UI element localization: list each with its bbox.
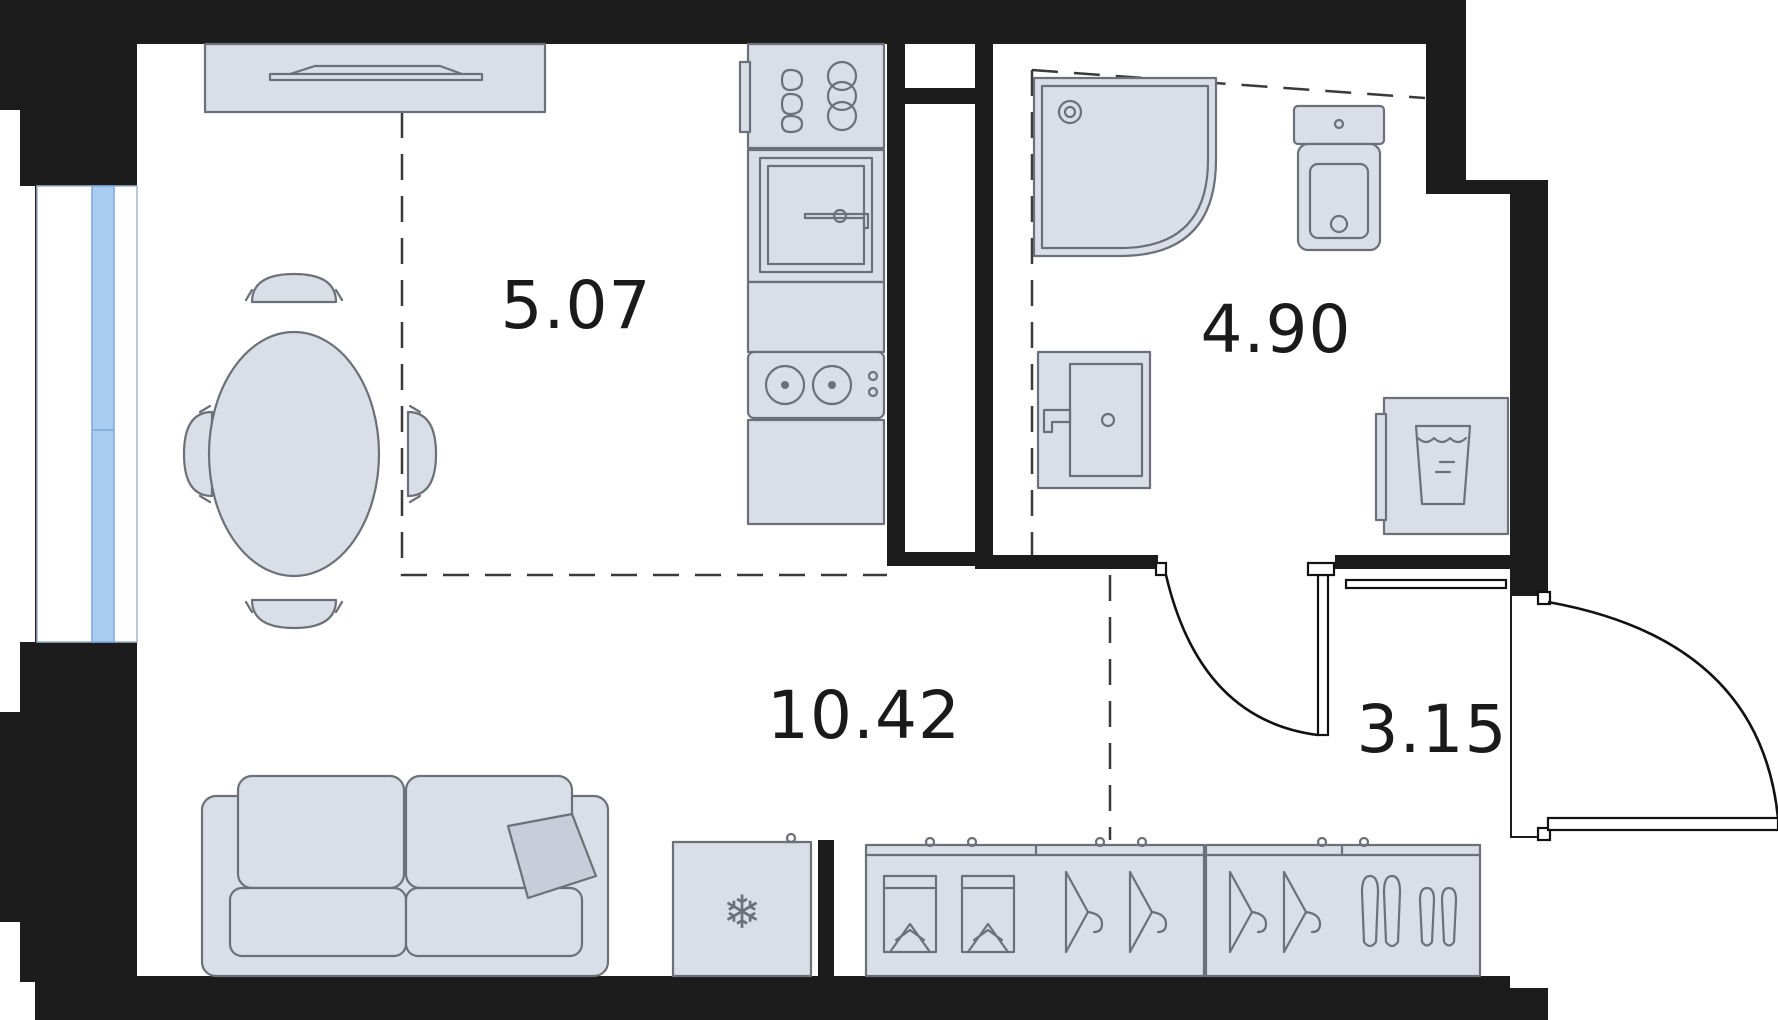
left-wall-lower xyxy=(20,642,137,982)
dining-table xyxy=(182,272,438,630)
hanger-icon xyxy=(1128,870,1168,954)
window-glass xyxy=(91,185,115,643)
bathroom-door[interactable] xyxy=(1154,561,1336,737)
duct-wall-mid xyxy=(887,88,993,104)
tv-console xyxy=(203,42,547,114)
kitchen-zone xyxy=(400,112,887,577)
duct-wall-right xyxy=(975,44,993,564)
shirt-icon xyxy=(882,874,938,954)
shirt-icon xyxy=(960,874,1016,954)
counter xyxy=(746,280,886,354)
window xyxy=(36,185,138,643)
duct-wall-bottom xyxy=(887,552,993,566)
kitchen-area-label: 5.07 xyxy=(501,267,652,344)
walls xyxy=(0,0,1552,1020)
hanger-icon xyxy=(1228,870,1268,954)
living-area-label: 10.42 xyxy=(767,677,961,754)
base-cabinet xyxy=(746,418,886,526)
shoes-icon xyxy=(1360,874,1402,948)
hanger-icon xyxy=(1282,870,1322,954)
toilet xyxy=(1292,104,1386,252)
washing-machine xyxy=(1374,396,1510,536)
shoes-icon xyxy=(1418,886,1458,947)
bath-zone-top xyxy=(1031,68,1426,100)
hanger-icon xyxy=(1064,870,1104,954)
sink-cabinet xyxy=(746,148,886,284)
snowflake-icon: ❄ xyxy=(723,885,762,939)
sofa xyxy=(200,774,610,978)
entry-door[interactable] xyxy=(1536,590,1778,842)
bath-wall-bottom-right xyxy=(1335,555,1510,569)
zone-lines xyxy=(400,68,1426,840)
shower xyxy=(1032,76,1218,258)
left-wall-step-top xyxy=(0,0,40,110)
cooktop xyxy=(746,350,886,420)
wardrobe-wall-end xyxy=(818,840,834,980)
entry-opening xyxy=(1512,596,1552,836)
hob xyxy=(738,42,886,150)
left-wall-upper xyxy=(20,110,137,186)
bath-door-sliding xyxy=(1344,578,1508,590)
bath-wall-bottom-left xyxy=(975,555,1158,569)
bathroom-area-label: 4.90 xyxy=(1201,291,1352,368)
window-frame xyxy=(36,185,138,643)
washbasin xyxy=(1036,350,1152,490)
hallway-area-label: 3.15 xyxy=(1357,691,1508,768)
duct-wall-left xyxy=(887,44,905,564)
wardrobe xyxy=(864,836,1482,978)
fridge: ❄ xyxy=(671,832,813,978)
